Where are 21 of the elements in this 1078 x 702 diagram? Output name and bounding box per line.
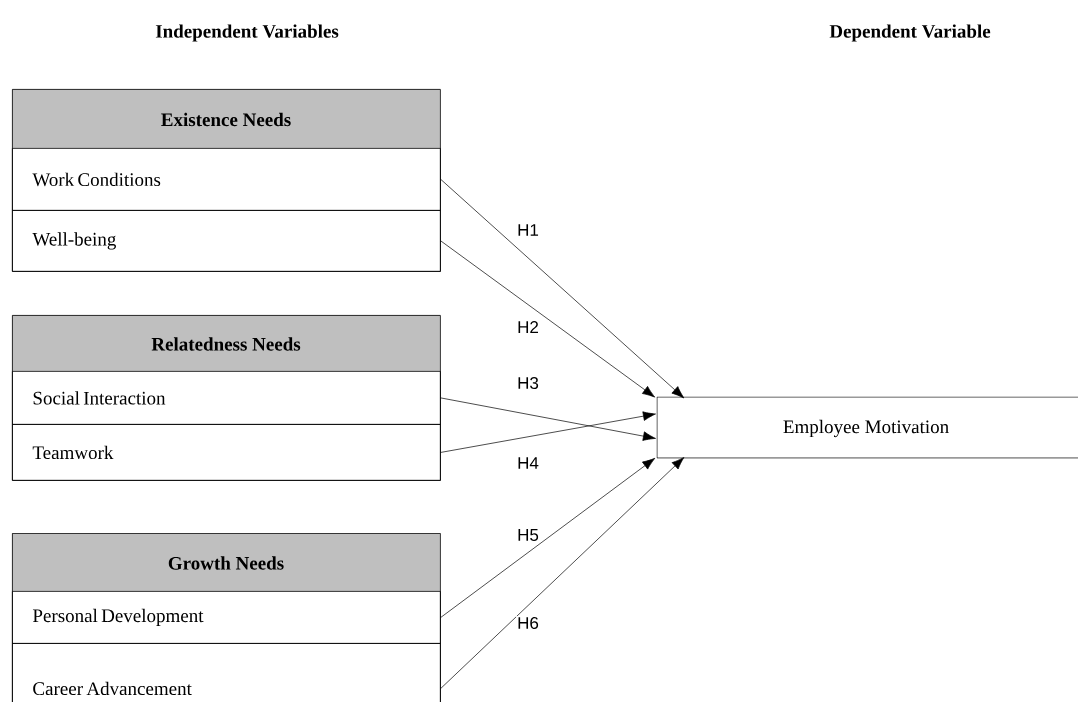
arrow [440,397,656,441]
item-cell: Social Interaction [12,371,441,425]
item-cell: Well-being [12,210,441,272]
column-heading: Independent Variables [155,24,339,42]
arrow [440,240,656,398]
edge-label: H5 [516,528,540,542]
edge-label: H2 [516,320,540,334]
arrow [440,457,656,618]
column-heading: Dependent Variable [829,24,991,42]
item-cell: Career Advancement [12,643,441,702]
arrow [440,179,685,399]
outcome-box: Employee Motivation [656,396,1078,459]
edge-label: H4 [516,456,540,470]
item-cell: Work Conditions [12,148,441,211]
arrow [440,457,685,689]
edge-label: H3 [516,376,540,391]
edge-label: H6 [516,616,540,631]
item-cell: Teamwork [12,424,441,481]
item-cell: Personal Development [12,591,441,644]
arrow [440,411,656,453]
edge-label: H1 [516,223,540,237]
